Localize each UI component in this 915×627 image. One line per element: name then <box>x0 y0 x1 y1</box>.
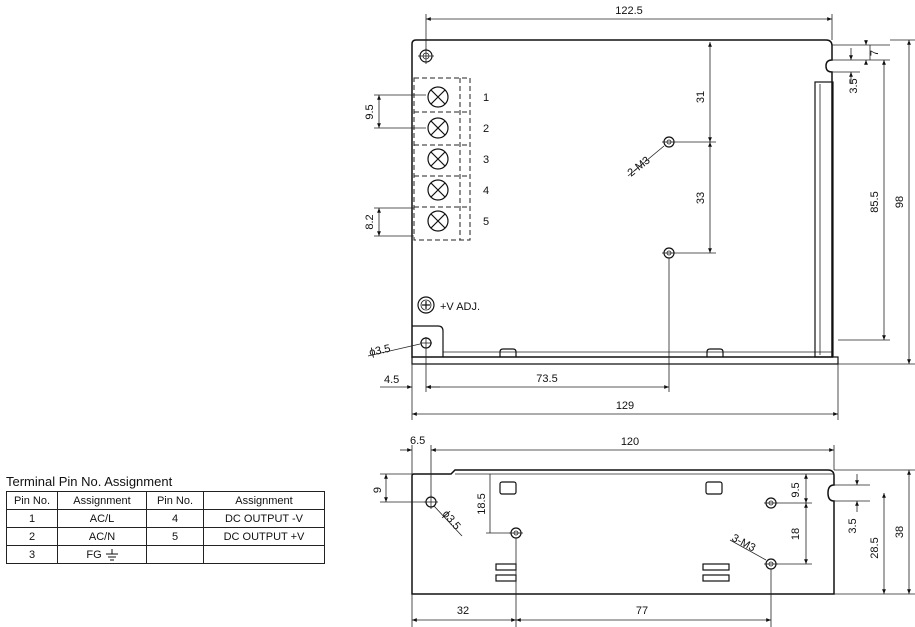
dim-31: 31 <box>695 91 707 103</box>
cell-pin: 3 <box>6 545 58 564</box>
dim-phi-3-5-side: ϕ3.5 <box>440 508 463 532</box>
dim-85-5: 85.5 <box>869 191 881 212</box>
terminal-number-4: 4 <box>483 185 489 197</box>
table-header-row: Pin No. Assignment Pin No. Assignment <box>6 491 325 510</box>
dim-phi-3-5-top: ϕ3.5 <box>368 343 391 359</box>
dim-6-5: 6.5 <box>410 435 425 447</box>
dim-73-5: 73.5 <box>536 373 557 385</box>
terminal-screw-3 <box>427 148 449 170</box>
table-row: 2 AC/N 5 DC OUTPUT +V <box>6 527 325 546</box>
cell-assignment: AC/N <box>57 527 147 546</box>
dim-38: 38 <box>894 526 906 538</box>
header-pin-no-2: Pin No. <box>146 491 204 510</box>
mount-hole-upper <box>662 136 676 148</box>
mount-label-3-m3: 3-M3 <box>730 532 758 554</box>
terminal-block <box>413 77 471 241</box>
right-rail <box>814 81 834 358</box>
table-row: 3 FG <box>6 545 325 564</box>
dim-129: 129 <box>616 400 634 412</box>
base-plate-edge <box>411 356 839 365</box>
side-view-outline <box>411 469 835 595</box>
terminal-number-5: 5 <box>483 216 489 228</box>
table-row: 1 AC/L 4 DC OUTPUT -V <box>6 509 325 528</box>
dim-98: 98 <box>894 196 906 208</box>
dim-3-5-top: 3.5 <box>848 78 860 93</box>
terminal-assignment: Terminal Pin No. Assignment Pin No. Assi… <box>6 474 325 564</box>
terminal-number-2: 2 <box>483 123 489 135</box>
fg-label: FG <box>86 548 102 561</box>
dim-18: 18 <box>790 528 802 540</box>
dim-7: 7 <box>869 50 881 56</box>
dim-32: 32 <box>457 605 469 617</box>
side-mount-hole-1 <box>509 527 523 539</box>
side-hole-left <box>424 495 438 509</box>
header-assignment: Assignment <box>57 491 147 510</box>
ground-icon <box>105 548 118 561</box>
mount-hole-lower <box>662 247 676 259</box>
dim-3-5-side: 3.5 <box>847 518 859 533</box>
vadj-potentiometer-icon <box>417 296 435 314</box>
terminal-screw-5 <box>427 210 449 232</box>
mount-label-2-m3: 2-M3 <box>625 154 652 179</box>
side-mount-hole-3 <box>764 558 778 570</box>
terminal-screw-4 <box>427 179 449 201</box>
dim-33: 33 <box>695 192 707 204</box>
cell-pin <box>146 545 204 564</box>
terminal-screws <box>427 86 449 232</box>
terminal-table-title: Terminal Pin No. Assignment <box>6 474 173 489</box>
cell-pin: 2 <box>6 527 58 546</box>
terminal-number-3: 3 <box>483 154 489 166</box>
dim-9-5-left: 9.5 <box>364 104 376 119</box>
top-view: 1 2 3 4 5 +V ADJ. 2-M3 31 33 <box>364 5 915 420</box>
cell-pin: 1 <box>6 509 58 528</box>
dim-120: 120 <box>621 436 639 448</box>
side-mount-hole-2 <box>764 497 778 509</box>
cell-pin: 4 <box>146 509 204 528</box>
dim-9-5-side: 9.5 <box>790 482 802 497</box>
terminal-number-1: 1 <box>483 92 489 104</box>
bottom-left-tab <box>412 325 444 357</box>
cell-assignment: AC/L <box>57 509 147 528</box>
cell-assignment: DC OUTPUT -V <box>203 509 325 528</box>
dim-8-2: 8.2 <box>364 214 376 229</box>
dim-18-5: 18.5 <box>476 493 488 514</box>
dim-122-5: 122.5 <box>615 5 643 17</box>
terminal-pin-table: Pin No. Assignment Pin No. Assignment 1 … <box>6 491 325 564</box>
header-pin-no: Pin No. <box>6 491 58 510</box>
dim-77: 77 <box>636 605 648 617</box>
cell-assignment: DC OUTPUT +V <box>203 527 325 546</box>
dim-28-5: 28.5 <box>869 537 881 558</box>
header-assignment-2: Assignment <box>203 491 325 510</box>
cell-pin: 5 <box>146 527 204 546</box>
terminal-screw-2 <box>427 117 449 139</box>
side-view: 6.5 120 9 18.5 ϕ3.5 9.5 18 3-M3 3.5 <box>372 435 915 627</box>
vadj-label: +V ADJ. <box>440 301 480 313</box>
cell-assignment <box>203 545 325 564</box>
dim-4-5: 4.5 <box>384 374 399 386</box>
top-view-outline <box>411 39 833 358</box>
cell-assignment-fg: FG <box>57 545 147 564</box>
dim-9: 9 <box>372 487 384 493</box>
terminal-screw-1 <box>427 86 449 108</box>
